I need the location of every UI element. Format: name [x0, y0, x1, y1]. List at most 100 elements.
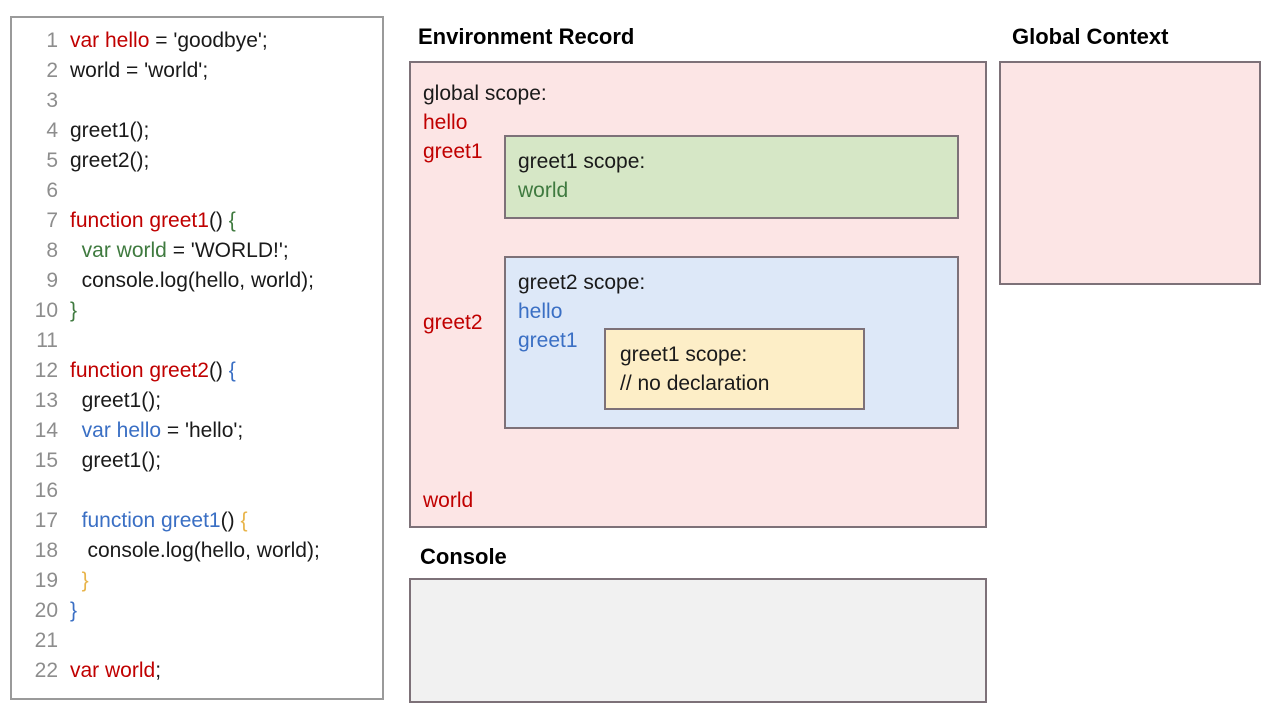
line-content: greet2();: [58, 146, 149, 176]
code-token: (): [208, 209, 229, 232]
line-number: 5: [46, 149, 58, 172]
line-number: 18: [34, 539, 58, 562]
line-number: 2: [46, 59, 58, 82]
environment-record-title: Environment Record: [418, 24, 635, 49]
code-token: (): [220, 509, 241, 532]
code-line[interactable]: 3: [12, 86, 382, 116]
code-token: var world: [81, 239, 167, 262]
line-content: function greet1() {: [58, 506, 248, 536]
indent-space: [70, 449, 82, 472]
code-line[interactable]: 13 greet1();: [12, 386, 382, 416]
global-scope-label: global scope:: [423, 82, 547, 105]
code-line[interactable]: 11: [12, 326, 382, 356]
greet2-scope-content: greet2 scope: hello greet1: [518, 268, 645, 355]
code-line[interactable]: 9 console.log(hello, world);: [12, 266, 382, 296]
line-content: console.log(hello, world);: [58, 266, 314, 296]
line-number: 13: [34, 389, 58, 412]
line-content: console.log(hello, world);: [58, 536, 320, 566]
greet1-scope-label: greet1 scope:: [518, 150, 646, 173]
line-number: 3: [46, 89, 58, 112]
line-number: 9: [46, 269, 58, 292]
code-line[interactable]: 5 greet2();: [12, 146, 382, 176]
greet1-scope-content: greet1 scope: world: [518, 147, 645, 205]
code-line[interactable]: 14 var hello = 'hello';: [12, 416, 382, 446]
code-line[interactable]: 7 function greet1() {: [12, 206, 382, 236]
global-var-hello: hello: [423, 111, 468, 134]
code-token: {: [228, 209, 236, 232]
code-token: = 'WORLD!';: [166, 239, 289, 262]
code-line[interactable]: 2 world = 'world';: [12, 56, 382, 86]
greet2-var-hello: hello: [518, 300, 563, 323]
nested-greet1-scope-content: greet1 scope: // no declaration: [620, 340, 769, 398]
line-number: 4: [46, 119, 58, 142]
line-content: }: [58, 566, 89, 596]
greet2-scope-box: greet2 scope: hello greet1 greet1 scope:…: [504, 256, 959, 429]
code-token: world = 'world';: [70, 59, 209, 82]
line-number: 6: [46, 179, 58, 202]
environment-record-box: global scope: hello greet1 greet2 world …: [409, 61, 987, 528]
code-token: (): [208, 359, 229, 382]
line-number: 11: [36, 329, 58, 352]
global-var-greet1: greet1: [423, 140, 483, 163]
line-number: 1: [46, 29, 58, 52]
code-line[interactable]: 4 greet1();: [12, 116, 382, 146]
console-output-box[interactable]: [409, 578, 987, 703]
line-content: var world = 'WORLD!';: [58, 236, 289, 266]
code-token: ;: [155, 659, 162, 682]
line-number: 14: [34, 419, 58, 442]
code-line[interactable]: 18 console.log(hello, world);: [12, 536, 382, 566]
code-token: greet1();: [81, 449, 162, 472]
indent-space: [70, 269, 82, 292]
greet1-var-world: world: [518, 179, 569, 202]
code-line[interactable]: 17 function greet1() {: [12, 506, 382, 536]
code-line[interactable]: 19 }: [12, 566, 382, 596]
line-number: 22: [34, 659, 58, 682]
code-token: greet1();: [70, 119, 150, 142]
code-line[interactable]: 8 var world = 'WORLD!';: [12, 236, 382, 266]
indent-space: [70, 389, 82, 412]
code-line[interactable]: 15 greet1();: [12, 446, 382, 476]
line-number: 21: [34, 629, 58, 652]
code-line[interactable]: 10}: [12, 296, 382, 326]
global-context-box: [999, 61, 1261, 285]
code-token: var hello: [81, 419, 162, 442]
global-context-title: Global Context: [1012, 24, 1169, 49]
code-token: = 'hello';: [161, 419, 244, 442]
nested-greet1-scope-label: greet1 scope:: [620, 343, 748, 366]
global-var-world: world: [423, 489, 474, 512]
indent-space: [70, 419, 82, 442]
code-token: function greet1: [81, 509, 221, 532]
code-line[interactable]: 16: [12, 476, 382, 506]
greet2-scope-label: greet2 scope:: [518, 271, 646, 294]
line-content: var hello = 'hello';: [58, 416, 244, 446]
code-token: greet2();: [70, 149, 150, 172]
code-line[interactable]: 6: [12, 176, 382, 206]
line-number: 19: [34, 569, 58, 592]
code-token: {: [228, 359, 236, 382]
line-number: 7: [46, 209, 58, 232]
code-line[interactable]: 20}: [12, 596, 382, 626]
line-number: 10: [34, 299, 58, 322]
line-content: }: [58, 596, 77, 626]
line-content: greet1();: [58, 446, 161, 476]
greet2-var-greet1: greet1: [518, 329, 578, 352]
line-content: greet1();: [58, 116, 149, 146]
code-token: }: [81, 569, 89, 592]
console-title: Console: [420, 544, 507, 569]
code-token: greet1();: [81, 389, 162, 412]
code-token: console.log(hello, world);: [81, 539, 320, 562]
line-number: 17: [34, 509, 58, 532]
code-token: function greet1: [70, 209, 209, 232]
line-number: 8: [46, 239, 58, 262]
indent-space: [70, 509, 82, 532]
nested-greet1-scope-box: greet1 scope: // no declaration: [604, 328, 865, 410]
line-content: world = 'world';: [58, 56, 208, 86]
line-number: 20: [34, 599, 58, 622]
code-line[interactable]: 21: [12, 626, 382, 656]
